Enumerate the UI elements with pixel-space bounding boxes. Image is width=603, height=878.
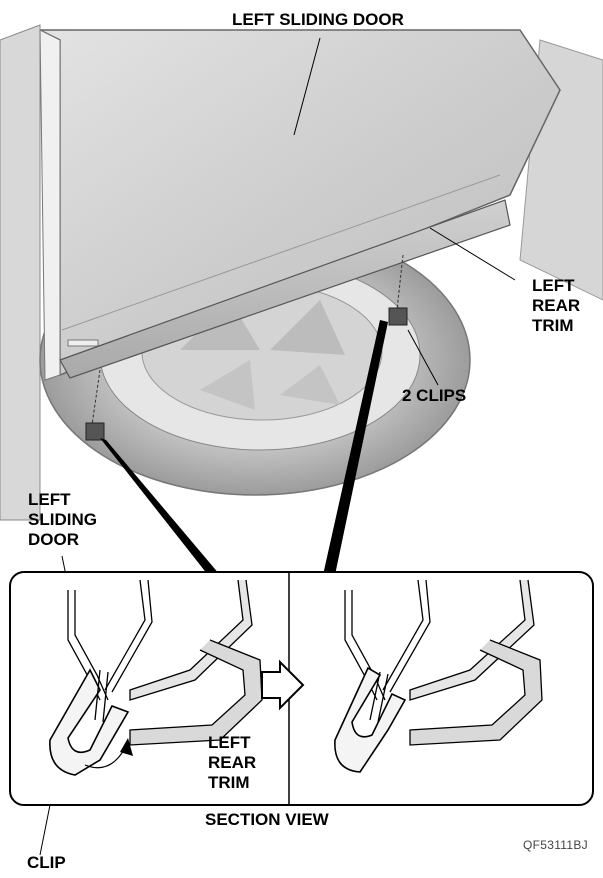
label-clip: CLIP	[27, 853, 66, 872]
label-line: TRIM	[208, 773, 250, 792]
zoom-wedges	[100, 320, 388, 575]
label-line: SLIDING	[28, 510, 97, 529]
label-line: LEFT	[28, 490, 71, 509]
label-left-sliding-door-left: LEFT SLIDING DOOR	[28, 490, 97, 550]
label-line: LEFT	[208, 733, 251, 752]
figure-code: QF53111BJ	[523, 838, 588, 852]
clip-front	[85, 369, 105, 441]
clip-rear	[388, 254, 408, 326]
label-line: DOOR	[28, 530, 79, 549]
label-line: TRIM	[532, 316, 574, 335]
label-line: LEFT	[532, 276, 575, 295]
label-line: REAR	[208, 753, 257, 772]
left-rear-trim	[59, 199, 511, 379]
section-after	[334, 579, 543, 773]
label-line: REAR	[532, 296, 581, 315]
label-left-rear-trim-section: LEFT REAR TRIM	[208, 733, 256, 793]
label-section-view: SECTION VIEW	[205, 810, 329, 829]
label-left-sliding-door-top: LEFT SLIDING DOOR	[232, 10, 404, 29]
section-before	[49, 579, 263, 776]
vehicle-body	[0, 24, 603, 521]
label-left-rear-trim-right: LEFT REAR TRIM	[532, 276, 580, 336]
rotate-arrow	[120, 738, 133, 756]
label-two-clips: 2 CLIPS	[402, 386, 467, 405]
arrow-right-icon	[261, 659, 305, 711]
sliding-door	[39, 29, 561, 381]
